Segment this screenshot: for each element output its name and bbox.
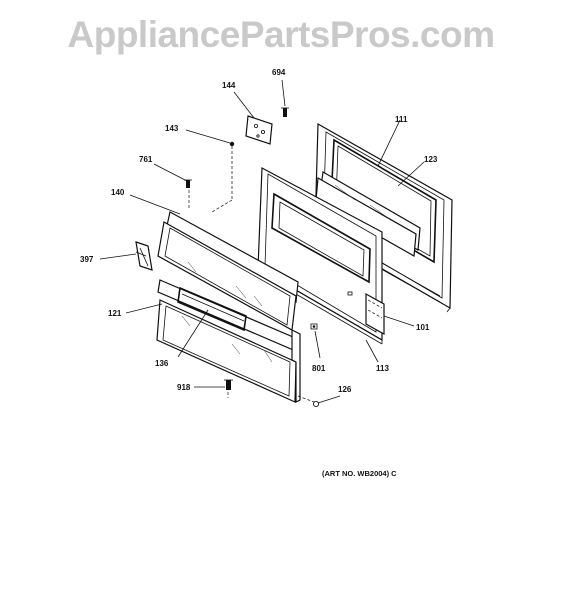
- door-outer-panel: [156, 299, 301, 403]
- callout-123: 123: [424, 155, 438, 164]
- leader-lines: [99, 79, 425, 404]
- callout-918: 918: [177, 383, 191, 392]
- callout-136: 136: [155, 359, 169, 368]
- callout-113: 113: [376, 364, 389, 373]
- callout-694: 694: [272, 68, 286, 77]
- clip-126: [312, 400, 320, 408]
- watermark: AppliancePartsPros.com: [67, 14, 495, 55]
- screw-761: [184, 179, 192, 188]
- hinge-bracket: [135, 241, 153, 271]
- door-liner: [257, 167, 385, 345]
- callout-111: 111: [395, 115, 408, 124]
- callout-761: 761: [139, 155, 153, 164]
- screw-801: [310, 323, 318, 330]
- screw-694: [281, 107, 289, 117]
- mounting-bracket: [245, 115, 273, 145]
- callout-801: 801: [312, 364, 326, 373]
- callout-397: 397: [80, 255, 94, 264]
- callout-labels: 694 144 143 111 761 123 140 397 101 121 …: [80, 68, 438, 478]
- callout-140: 140: [111, 188, 125, 197]
- callout-121: 121: [108, 309, 122, 318]
- window-glass: [315, 171, 421, 257]
- art-number: (ART NO. WB2004) C: [322, 469, 397, 478]
- screw-143: [229, 141, 235, 147]
- assembly-lines: [188, 146, 315, 403]
- callout-144: 144: [222, 81, 236, 90]
- callout-101: 101: [416, 323, 430, 332]
- screw-918: [224, 379, 233, 390]
- door-front-panel: [157, 211, 299, 331]
- callout-126: 126: [338, 385, 352, 394]
- callout-143: 143: [165, 124, 179, 133]
